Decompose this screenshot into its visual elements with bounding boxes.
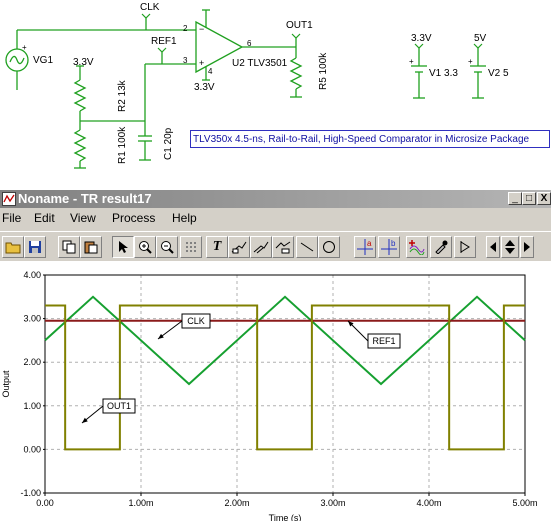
- schematic-panel: − + + + + CLK REF1 OUT1 VG1 3.3V 3.3V 3.…: [0, 0, 551, 190]
- series-out1-line: [45, 304, 525, 451]
- text-icon[interactable]: T: [206, 236, 228, 258]
- paste-icon[interactable]: [80, 236, 102, 258]
- grid-icon[interactable]: [180, 236, 202, 258]
- series-clk-line: [44, 295, 526, 386]
- menu-edit[interactable]: Edit: [34, 211, 55, 225]
- close-button[interactable]: X: [537, 192, 551, 205]
- menu-file[interactable]: File: [2, 211, 22, 225]
- curve-label-icon[interactable]: [272, 236, 294, 258]
- y-tick-label: 4.00: [23, 270, 41, 280]
- pin3-label: 3: [183, 56, 188, 65]
- open-folder-icon[interactable]: [2, 236, 24, 258]
- y-tick-label: 1.00: [23, 401, 41, 411]
- menu-help[interactable]: Help: [172, 211, 197, 225]
- annotation-ref1-arrowhead: [348, 321, 354, 327]
- opamp-supply-label: 3.3V: [194, 82, 215, 93]
- x-tick-label: 1.00m: [128, 498, 153, 508]
- x-tick-label: 5.00m: [512, 498, 537, 508]
- toolbar: T a b: [0, 231, 551, 260]
- out1-label: OUT1: [286, 20, 313, 31]
- x-tick-label: 2.00m: [224, 498, 249, 508]
- maximize-button[interactable]: □: [522, 192, 536, 205]
- r1-label: R1 100k: [117, 126, 128, 164]
- svg-text:+: +: [409, 57, 414, 66]
- arrow-label-icon[interactable]: [250, 236, 272, 258]
- cursor-a-icon[interactable]: a: [354, 236, 376, 258]
- v1-label: V1 3.3: [429, 68, 458, 79]
- pin6-label: 6: [247, 39, 252, 48]
- y-tick-label: 0.00: [23, 444, 41, 454]
- ref1-label: REF1: [151, 36, 177, 47]
- v2-supply-label: 5V: [474, 33, 487, 44]
- clk-label: CLK: [140, 2, 160, 13]
- u2-label: U2 TLV3501: [232, 58, 288, 69]
- x-tick-label: 4.00m: [416, 498, 441, 508]
- y-tick-label: -1.00: [20, 488, 41, 498]
- minimize-button[interactable]: _: [508, 192, 522, 205]
- x-axis-label: Time (s): [269, 513, 302, 521]
- r5-label: R5 100k: [318, 52, 329, 90]
- app-icon: [2, 192, 16, 206]
- svg-text:a: a: [367, 239, 372, 248]
- annotation-out1-box: [102, 398, 136, 414]
- menu-process[interactable]: Process: [112, 211, 156, 225]
- y-axis-label: Output: [1, 370, 11, 398]
- marker-icon[interactable]: [454, 236, 476, 258]
- svg-text:b: b: [391, 239, 396, 248]
- svg-text:+: +: [468, 57, 473, 66]
- x-tick-label: 0.00: [36, 498, 54, 508]
- annotation-clk-arrowhead: [158, 333, 164, 339]
- annotation-out1-arrowhead: [82, 417, 88, 423]
- circle-icon[interactable]: [318, 236, 340, 258]
- pin4-label: 4: [208, 67, 213, 76]
- annotation-clk-label: CLK: [187, 316, 205, 326]
- copy-icon[interactable]: [58, 236, 80, 258]
- zoom-in-icon[interactable]: [134, 236, 156, 258]
- annotation-ref1-box: [367, 333, 401, 349]
- annotation-out1-label: OUT1: [107, 401, 131, 411]
- svg-text:+: +: [22, 43, 27, 52]
- cursor-b-icon[interactable]: b: [378, 236, 400, 258]
- tr-result-window: Noname - TR result17 _ □ X File Edit Vie…: [0, 190, 551, 523]
- opamp-plus-sign: +: [199, 58, 204, 68]
- x-tick-label: 3.00m: [320, 498, 345, 508]
- description-box: TLV350x 4.5-ns, Rail-to-Rail, High-Speed…: [190, 130, 550, 148]
- y-tick-label: 2.00: [23, 357, 41, 367]
- plot-frame: [44, 274, 526, 494]
- annotation-clk-box: [181, 313, 211, 329]
- scroll-right-icon[interactable]: [520, 236, 534, 258]
- pin2-label: 2: [183, 24, 188, 33]
- divider-supply-label: 3.3V: [73, 57, 94, 68]
- scroll-updown-icon[interactable]: [501, 236, 519, 258]
- pointer-icon[interactable]: [112, 236, 134, 258]
- line-label-icon[interactable]: [228, 236, 250, 258]
- vg1-label: VG1: [33, 55, 54, 66]
- vg1-wave: [9, 55, 25, 65]
- menu-bar: File Edit View Process Help: [0, 209, 551, 228]
- annotation-ref1-label: REF1: [372, 336, 395, 346]
- v2-label: V2 5: [488, 68, 509, 79]
- r2-label: R2 13k: [117, 80, 128, 112]
- y-tick-label: 3.00: [23, 314, 41, 324]
- scroll-left-icon[interactable]: [486, 236, 500, 258]
- c1-label: C1 20p: [163, 127, 174, 160]
- v1-supply-label: 3.3V: [411, 33, 432, 44]
- add-curve-icon[interactable]: [406, 236, 428, 258]
- menu-view[interactable]: View: [70, 211, 96, 225]
- window-title: Noname - TR result17: [18, 191, 152, 206]
- eyedropper-icon[interactable]: [430, 236, 452, 258]
- schematic-wires: − + + + +: [5, 9, 486, 169]
- line-icon[interactable]: [296, 236, 318, 258]
- title-bar[interactable]: Noname - TR result17 _ □ X: [0, 190, 551, 208]
- save-icon[interactable]: [24, 236, 46, 258]
- opamp-minus-sign: −: [199, 24, 204, 34]
- zoom-out-icon[interactable]: [156, 236, 178, 258]
